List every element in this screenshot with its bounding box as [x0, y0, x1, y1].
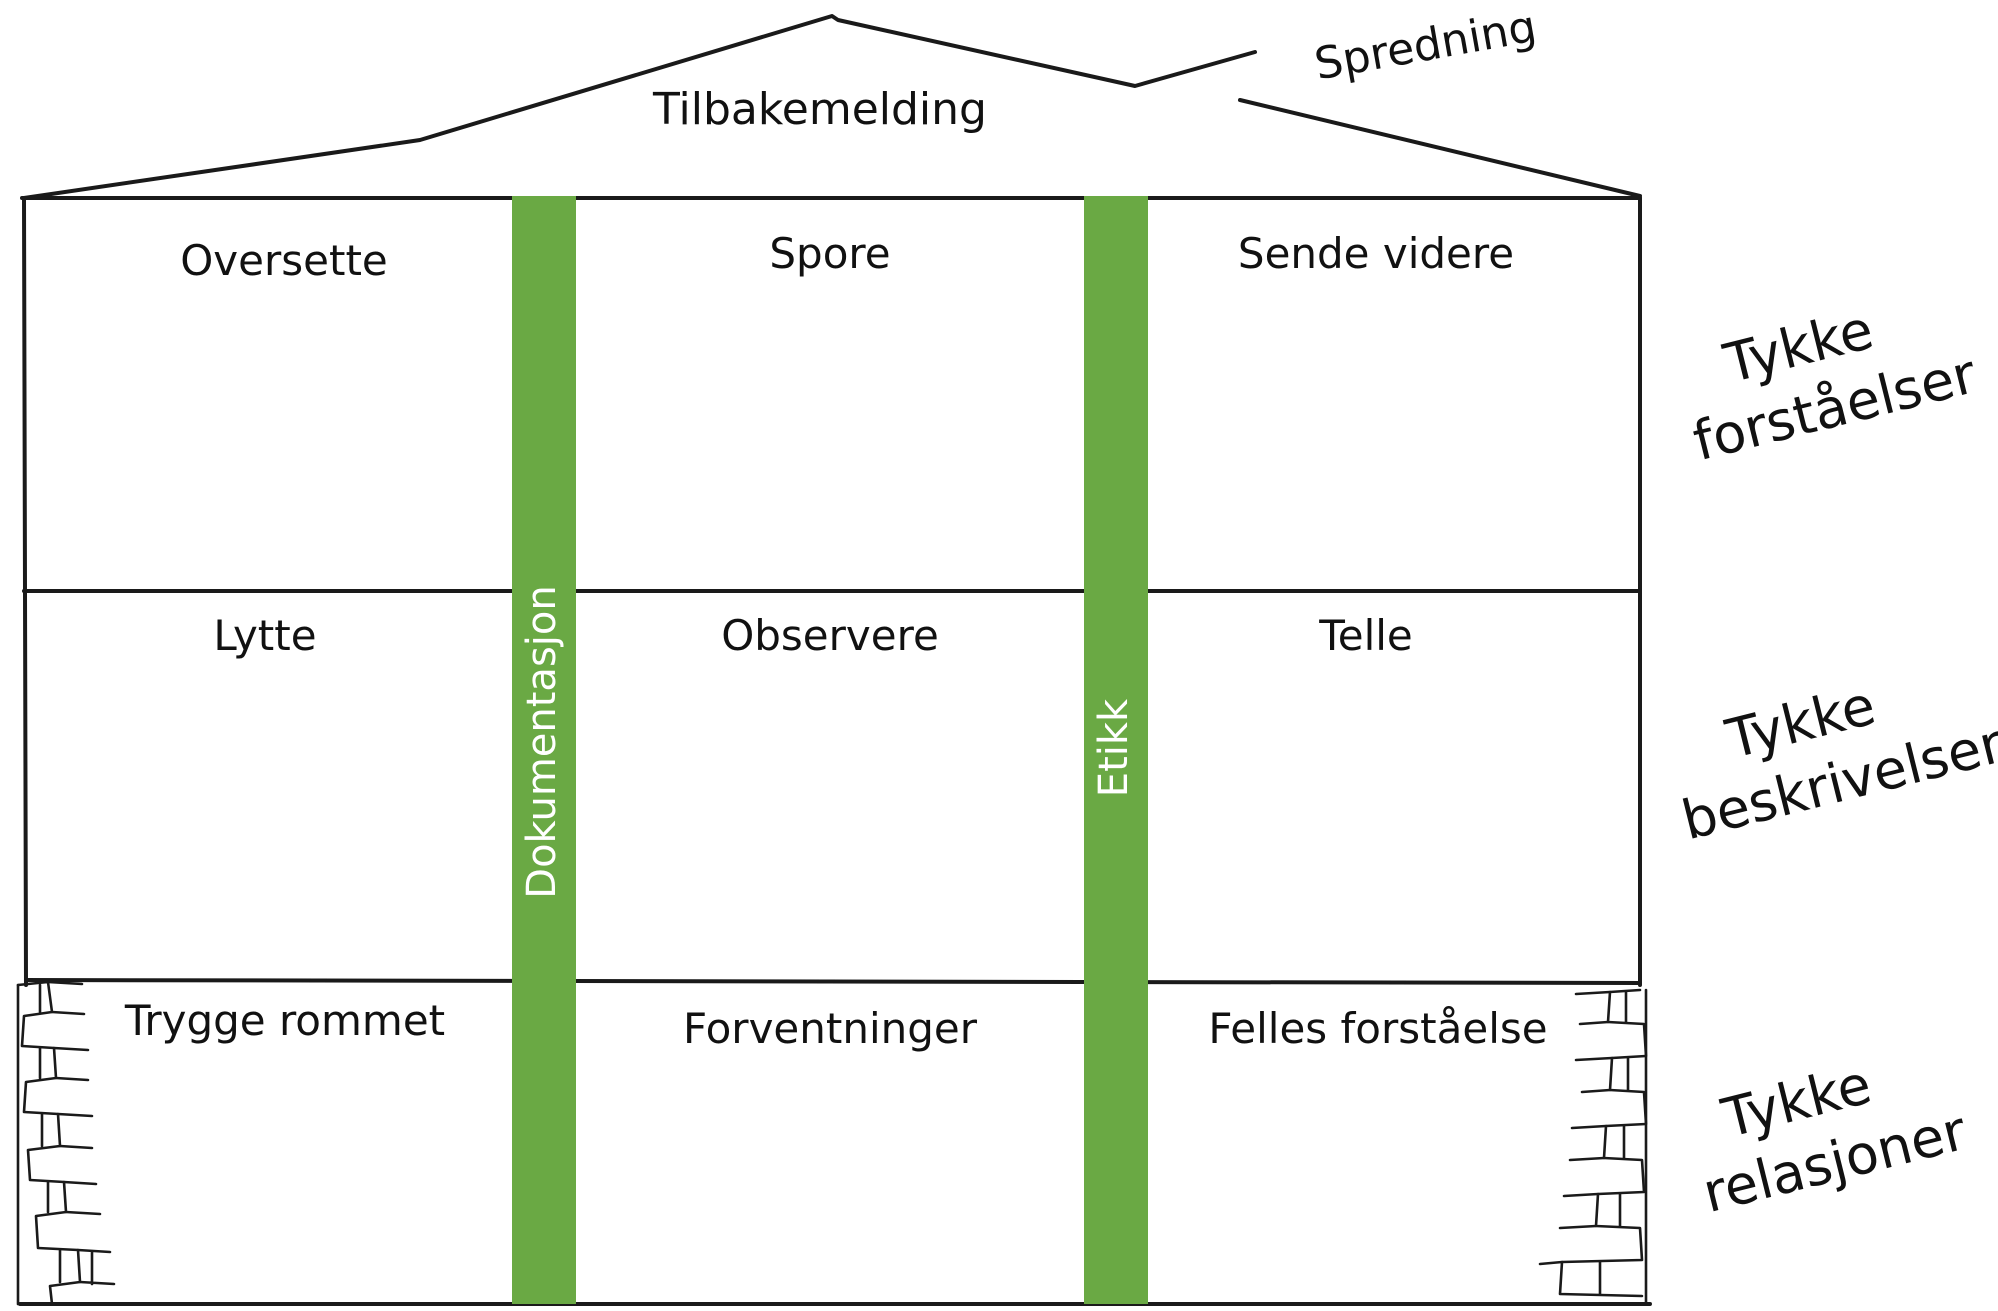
cell-felles-forstaelse: Felles forståelse — [1208, 1004, 1547, 1053]
pillars: Dokumentasjon Etikk — [512, 196, 1148, 1304]
pillar-label-dokumentasjon: Dokumentasjon — [519, 585, 565, 898]
roof-outline-left — [22, 14, 1257, 200]
cell-forventninger: Forventninger — [683, 1004, 978, 1053]
roof: Tilbakemelding Spredning — [22, 1, 1642, 200]
cell-spore: Spore — [769, 229, 890, 278]
side-label-row-3: Tykke relasjoner — [1697, 1053, 1973, 1225]
roof-outline-right — [1238, 98, 1642, 198]
building-frame — [18, 196, 1652, 1306]
cell-lytte: Lytte — [213, 611, 316, 660]
cell-telle: Telle — [1318, 611, 1413, 660]
cell-trygge-rommet: Trygge rommet — [124, 996, 445, 1045]
cells: Oversette Spore Sende videre Lytte Obser… — [124, 229, 1548, 1053]
right-brick-joints — [1538, 988, 1648, 1306]
floor-divider-2 — [24, 978, 1642, 985]
left-brick-outline — [16, 980, 82, 1306]
left-brick-joints — [16, 980, 116, 1306]
cell-oversette: Oversette — [180, 236, 388, 285]
right-brick-outline — [1558, 988, 1648, 1298]
right-brick-wall — [1538, 988, 1648, 1306]
cell-observere: Observere — [721, 611, 939, 660]
pillar-etikk — [1084, 196, 1148, 1304]
pillar-label-etikk: Etikk — [1091, 698, 1137, 797]
side-label-row-2: Tykke beskrivelser — [1676, 674, 1998, 853]
cell-sende-videre: Sende videre — [1238, 229, 1514, 278]
pillar-dokumentasjon — [512, 196, 576, 1304]
side-label-row-1: Tykke forståelser — [1687, 298, 1983, 473]
left-brick-wall — [16, 980, 116, 1306]
roof-break-label: Spredning — [1311, 1, 1540, 90]
roof-label: Tilbakemelding — [652, 84, 987, 135]
